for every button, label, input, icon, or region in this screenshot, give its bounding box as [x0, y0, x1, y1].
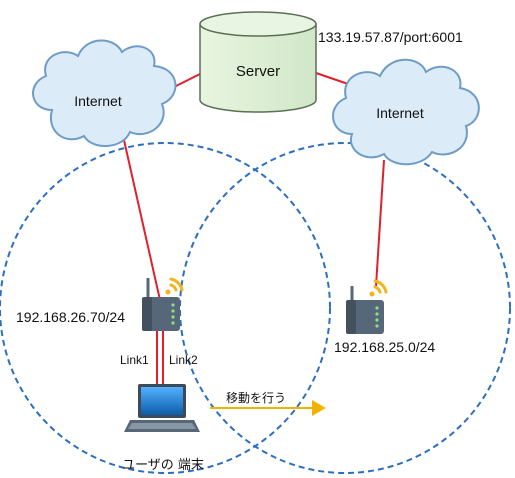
coverage-circle-right — [179, 142, 511, 474]
laptop-icon — [124, 384, 200, 432]
server-label: Server — [236, 63, 280, 80]
internet-left-label: Internet — [74, 93, 122, 109]
link1-label: Link1 — [120, 353, 149, 367]
server-address: 133.19.57.87/port:6001 — [318, 29, 463, 45]
server-cylinder: Server — [199, 11, 317, 113]
link2-label: Link2 — [169, 353, 198, 367]
movement-label: 移動を行う — [226, 391, 286, 405]
link-internet-left-to-router-left — [123, 139, 161, 301]
router-left — [142, 277, 184, 331]
router-right — [346, 279, 388, 334]
link-internet-right-to-router-right — [375, 159, 385, 287]
coverage-circle-left — [0, 142, 331, 474]
terminal-label: ユーザの 端末 — [122, 458, 204, 473]
wifi-signal-icon — [369, 279, 388, 297]
wifi-signal-icon — [165, 277, 184, 295]
subnet-right-label: 192.168.25.0/24 — [334, 339, 435, 355]
internet-cloud-left: Internet — [32, 39, 177, 148]
internet-right-label: Internet — [376, 105, 424, 121]
laptop-screen — [141, 387, 183, 415]
subnet-left-label: 192.168.26.70/24 — [16, 309, 125, 325]
internet-cloud-right: Internet — [332, 58, 480, 166]
